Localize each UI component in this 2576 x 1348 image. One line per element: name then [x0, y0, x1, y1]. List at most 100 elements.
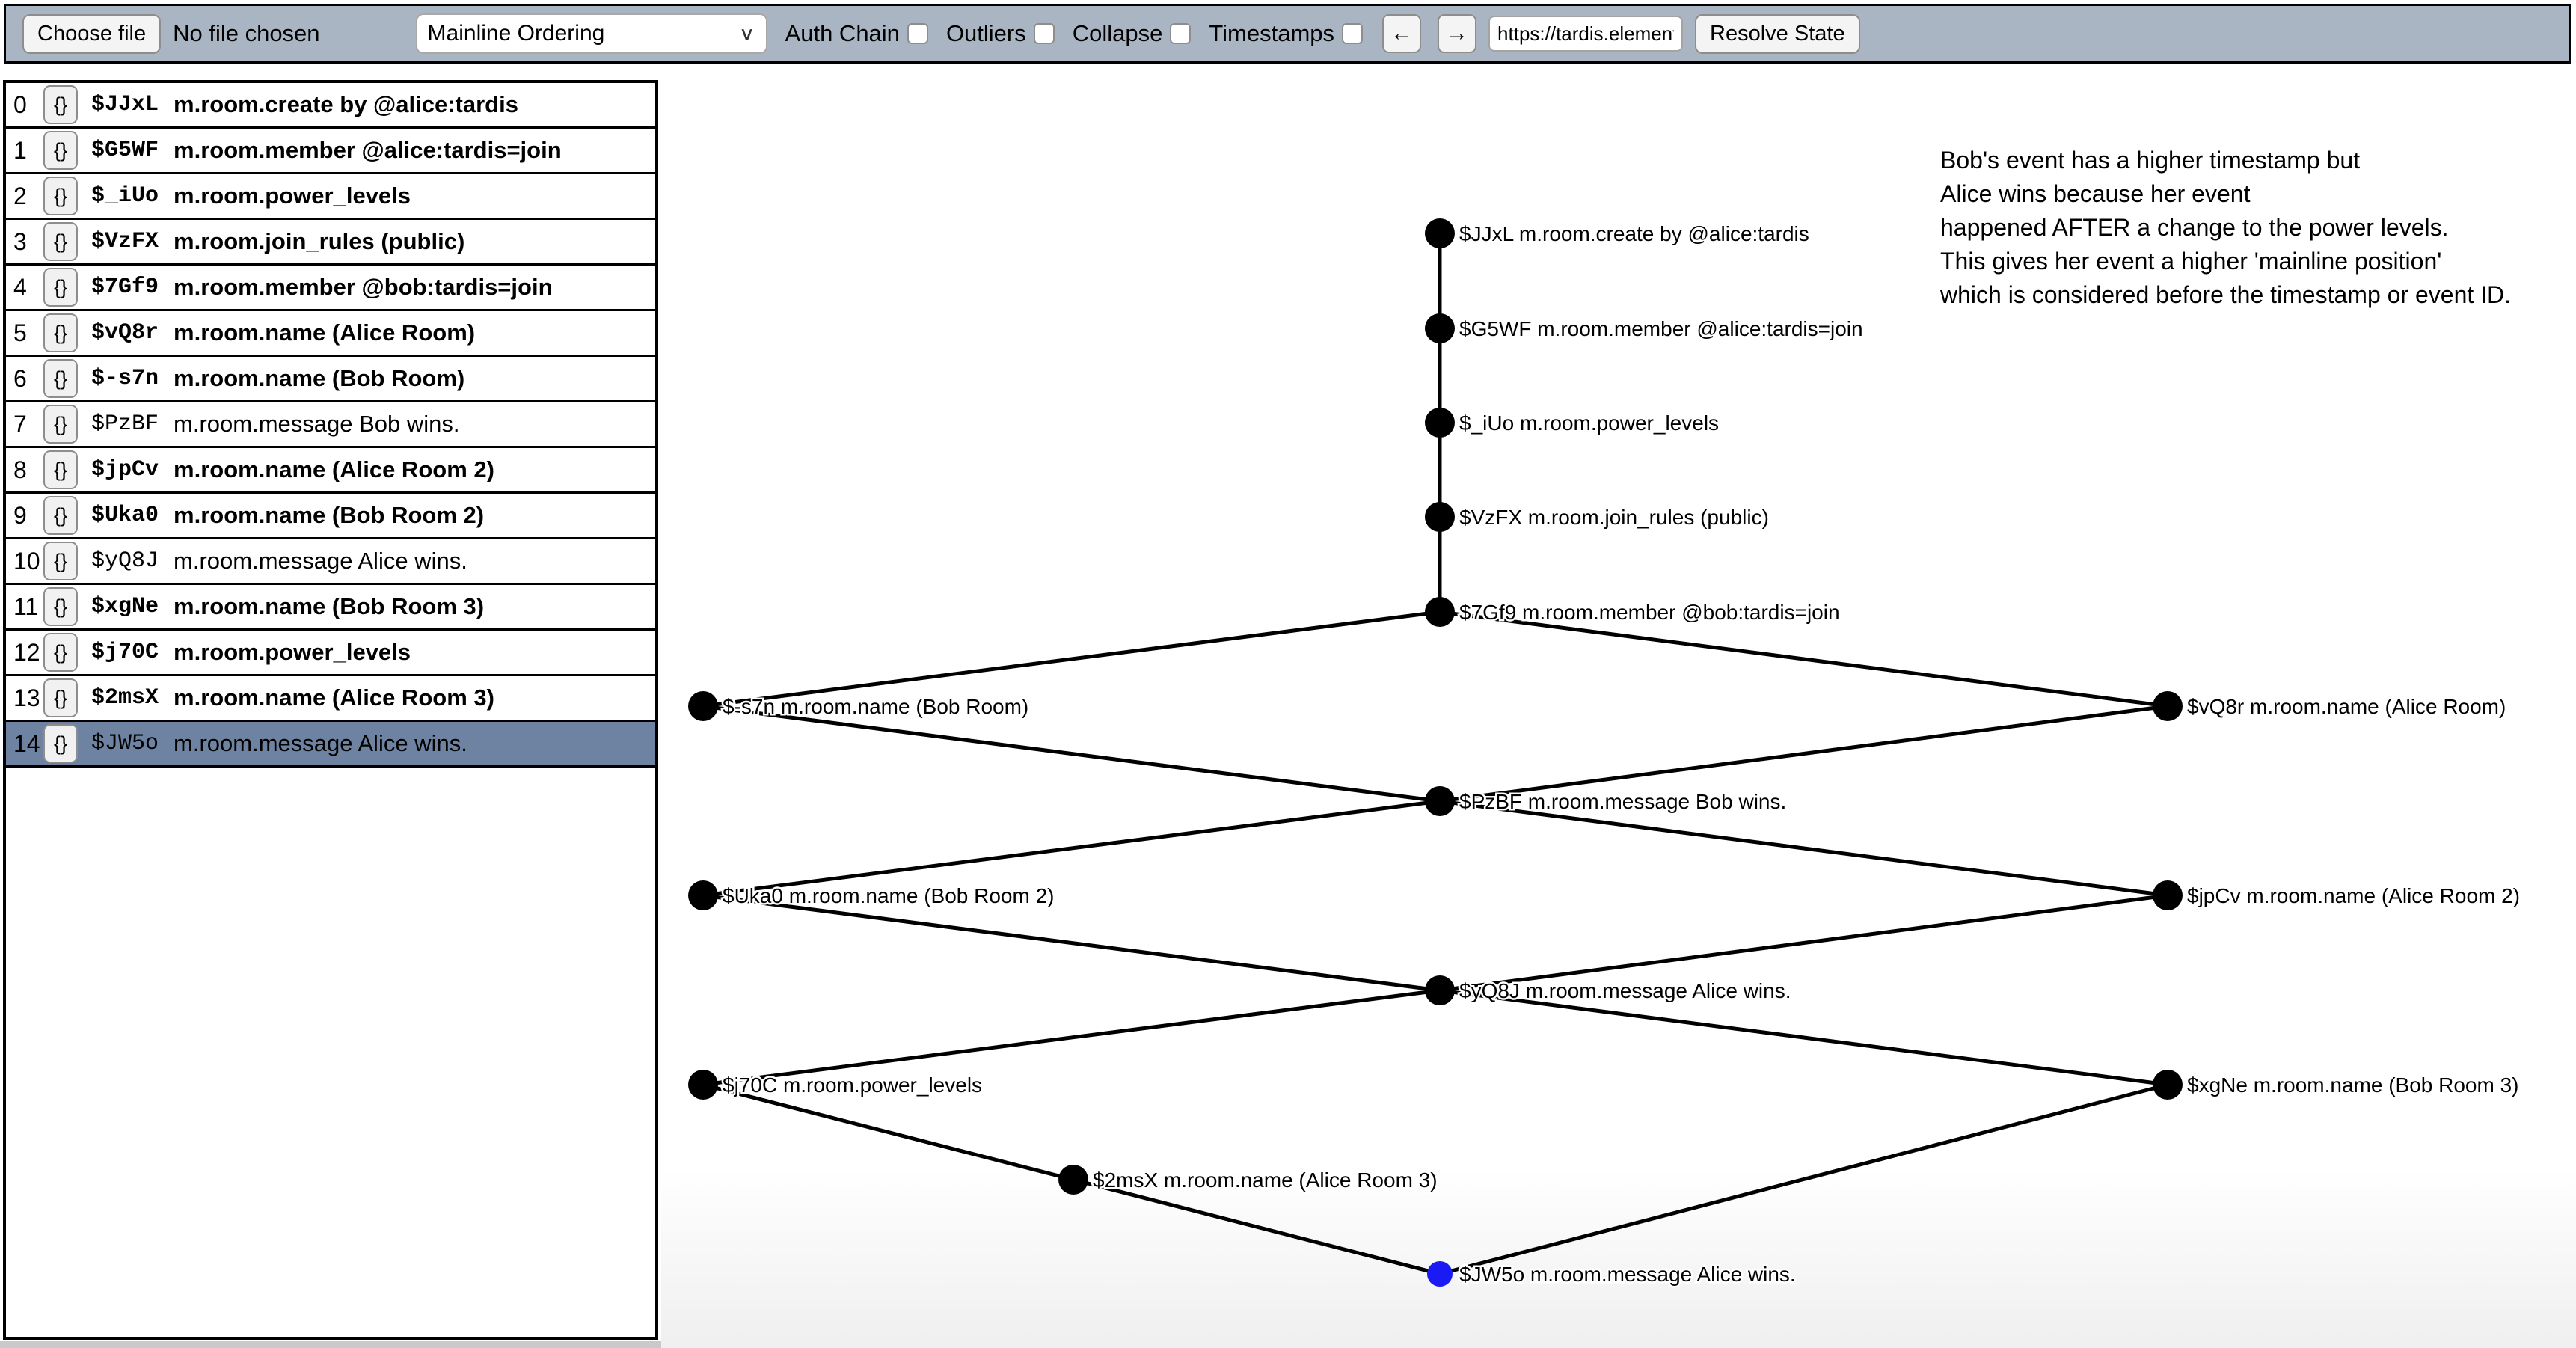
list-item-event[interactable]: 13{}$2msXm.room.name (Alice Room 3)	[6, 676, 655, 722]
dag-edge	[703, 1085, 1073, 1180]
event-index: 4	[13, 274, 40, 301]
event-id: $xgNe	[91, 594, 159, 619]
json-braces-button[interactable]: {}	[43, 405, 78, 444]
graph-node[interactable]	[1427, 1261, 1453, 1287]
graph-node[interactable]	[1425, 502, 1455, 532]
event-index: 14	[13, 730, 40, 758]
annotation-line: Bob's event has a higher timestamp but	[1940, 144, 2511, 177]
graph-node[interactable]	[1425, 218, 1455, 248]
outliers-checkbox[interactable]	[1034, 23, 1055, 44]
event-index: 0	[13, 91, 40, 119]
resolve-state-button[interactable]: Resolve State	[1695, 14, 1860, 54]
graph-node[interactable]	[1058, 1165, 1088, 1195]
event-description: m.room.power_levels	[174, 183, 411, 209]
dag-edge	[1440, 1085, 2168, 1274]
graph-node[interactable]	[1425, 313, 1455, 343]
event-id: $jpCv	[91, 457, 159, 482]
graph-node[interactable]	[688, 691, 718, 721]
event-description: m.room.message Bob wins.	[174, 411, 459, 438]
dag-edge	[1440, 990, 2168, 1085]
outliers-label: Outliers	[946, 20, 1026, 47]
event-description: m.room.name (Bob Room 2)	[174, 502, 484, 529]
list-item-event[interactable]: 9{} $Uka0 m.room.name (Bob Room 2)	[6, 494, 655, 539]
event-id: $j70C	[91, 640, 159, 665]
json-braces-button[interactable]: {}	[43, 131, 78, 170]
json-braces-button[interactable]: {}	[43, 450, 78, 489]
collapse-checkbox[interactable]	[1170, 23, 1191, 44]
back-button[interactable]: ←	[1382, 14, 1421, 53]
json-braces-button[interactable]: {}	[43, 359, 78, 398]
dag-edge	[703, 706, 1440, 801]
graph-node-label: $Uka0 m.room.name (Bob Room 2)	[723, 884, 1055, 907]
event-description: m.room.name (Bob Room 3)	[174, 593, 484, 620]
list-item-event[interactable]: 6{}$-s7nm.room.name (Bob Room)	[6, 357, 655, 402]
json-braces-button[interactable]: {}	[43, 542, 78, 580]
list-item-event[interactable]: 2{}$_iUom.room.power_levels	[6, 174, 655, 220]
forward-button[interactable]: →	[1438, 14, 1476, 53]
event-description: m.room.message Alice wins.	[174, 730, 467, 757]
graph-node[interactable]	[688, 1070, 718, 1100]
event-id: $_iUo	[91, 183, 159, 209]
ordering-select-value: Mainline Ordering	[428, 21, 605, 46]
event-id: $PzBF	[91, 411, 159, 437]
timestamps-checkbox[interactable]	[1342, 23, 1363, 44]
annotation-text: Bob's event has a higher timestamp butAl…	[1940, 144, 2511, 312]
list-item-event[interactable]: 1{} $G5WF m.room.member @alice:tardis=join	[6, 129, 655, 174]
auth-chain-checkbox[interactable]	[907, 23, 928, 44]
event-index: 9	[13, 502, 40, 530]
json-braces-button[interactable]: {}	[43, 268, 78, 307]
list-item-event[interactable]: 7{}$PzBFm.room.message Bob wins.	[6, 402, 655, 448]
json-braces-button[interactable]: {}	[43, 177, 78, 215]
dag-edge	[1440, 706, 2168, 801]
list-item-event[interactable]: 3{}$VzFXm.room.join_rules (public)	[6, 220, 655, 266]
graph-node-label: $G5WF m.room.member @alice:tardis=join	[1459, 317, 1863, 340]
ordering-select[interactable]: Mainline Ordering ∨	[416, 13, 767, 54]
json-braces-button[interactable]: {}	[43, 496, 78, 535]
event-description: m.room.member @alice:tardis=join	[174, 137, 562, 164]
event-id: $G5WF	[91, 138, 159, 163]
graph-node[interactable]	[1425, 408, 1455, 438]
dag-edge	[703, 612, 1440, 706]
event-index: 11	[13, 593, 40, 621]
event-index: 3	[13, 228, 40, 256]
dag-edge	[1440, 895, 2168, 990]
json-braces-button[interactable]: {}	[43, 313, 78, 352]
graph-node[interactable]	[1425, 975, 1455, 1005]
list-item-event[interactable]: 10{}$yQ8Jm.room.message Alice wins.	[6, 539, 655, 585]
event-id: $-s7n	[91, 366, 159, 391]
list-item-event[interactable]: 8{}$jpCvm.room.name (Alice Room 2)	[6, 448, 655, 494]
event-description: m.room.name (Alice Room 3)	[174, 684, 494, 711]
json-braces-button[interactable]: {}	[43, 222, 78, 261]
event-description: m.room.name (Bob Room)	[174, 365, 464, 392]
graph-node-label: $vQ8r m.room.name (Alice Room)	[2187, 695, 2506, 718]
annotation-line: which is considered before the timestamp…	[1940, 278, 2511, 312]
annotation-line: This gives her event a higher 'mainline …	[1940, 245, 2511, 278]
dag-edge	[703, 990, 1440, 1085]
graph-node[interactable]	[688, 880, 718, 910]
event-index: 1	[13, 137, 40, 165]
json-braces-button[interactable]: {}	[43, 678, 78, 717]
list-item-event[interactable]: 0{}$JJxLm.room.create by @alice:tardis	[6, 83, 655, 129]
event-description: m.room.join_rules (public)	[174, 228, 464, 255]
graph-node[interactable]	[2153, 1070, 2183, 1100]
graph-node[interactable]	[2153, 691, 2183, 721]
list-item-event[interactable]: 5{}$vQ8rm.room.name (Alice Room)	[6, 311, 655, 357]
toolbar: Choose file No file chosen Mainline Orde…	[4, 4, 2571, 64]
graph-node[interactable]	[2153, 880, 2183, 910]
event-description: m.room.name (Alice Room 2)	[174, 456, 494, 483]
graph-node[interactable]	[1425, 786, 1455, 816]
json-braces-button[interactable]: {}	[43, 85, 78, 124]
json-braces-button[interactable]: {}	[43, 724, 78, 763]
json-braces-button[interactable]: {}	[43, 587, 78, 626]
list-item-event[interactable]: 4{}$7Gf9m.room.member @bob:tardis=join	[6, 266, 655, 311]
file-status-text: No file chosen	[173, 20, 319, 47]
list-item-event[interactable]: 12{}$j70Cm.room.power_levels	[6, 631, 655, 676]
event-id: $Uka0	[91, 503, 159, 528]
url-input[interactable]	[1488, 16, 1683, 52]
window-edge	[0, 1341, 661, 1348]
json-braces-button[interactable]: {}	[43, 633, 78, 672]
choose-file-button[interactable]: Choose file	[22, 14, 161, 54]
graph-node[interactable]	[1425, 597, 1455, 627]
list-item-event[interactable]: 14{}$JW5om.room.message Alice wins.	[6, 722, 655, 768]
list-item-event[interactable]: 11{} $xgNe m.room.name (Bob Room 3)	[6, 585, 655, 631]
